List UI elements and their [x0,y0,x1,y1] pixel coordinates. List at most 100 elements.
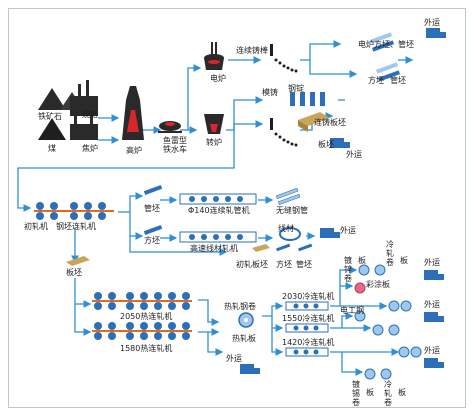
casting-strand-icon [270,44,298,73]
phi140-mill-icon [179,193,257,205]
wire-rod-icon [279,227,301,241]
label-coking: 焦炉 [82,144,98,153]
mill-2050-icon [94,292,190,310]
ingot-molds-icon [290,92,325,106]
label-slab: 板坯 [318,140,334,149]
arrow-to-rolled-products [129,236,228,256]
label-export-2: 外运 [346,150,362,159]
label-converter: 转炉 [206,138,222,147]
arrow-to-pipe-billet [118,192,144,213]
label-cold-plate: 板 [400,256,408,265]
mill-1580-icon [94,322,190,340]
label-seamless-pipe: 无缝钢管 [276,206,308,215]
slab-caster-strand-icon [270,118,298,147]
label-iron-ore: 铁矿石 [38,112,62,121]
arrow-to-ef-billet [300,40,342,61]
arrow-to-slab-caster [233,120,264,130]
label-cold-board-2: 板 [398,388,406,397]
cold-mill-1420-icon [285,347,329,357]
product-coils-icon [354,264,422,380]
arrow-1420-to-tin [330,351,364,376]
arrow-1550-to-elec [330,312,354,329]
label-slab-caster: 连铸板坯 [314,118,346,127]
label-color-coated: 彩涂板 [366,280,390,289]
rolled-slab-icon [252,244,270,252]
label-coal: 煤 [48,144,56,153]
cold-mill-1550-icon [285,323,329,333]
label-1420-mill: 1420冷连轧机 [282,338,335,347]
label-ef-billet: 电炉方坯、管坯 [358,40,414,49]
label-blast-furnace: 高炉 [126,146,142,155]
label-rolled-billet: 方坯 [276,260,292,269]
label-export-7: 外运 [424,346,440,355]
label-steel-ingot: 钢锭 [288,84,304,93]
label-slab-2: 板坯 [66,268,82,277]
coke-oven-icon [70,124,98,140]
rolling-mill-rollers-icon [36,202,106,220]
label-billet: 方坯 [368,76,384,85]
seamless-pipe-icon [275,187,301,206]
label-rolled-slab: 初轧板坯 [236,260,268,269]
wire-mill-icon [179,231,257,243]
label-export-4: 外运 [226,354,242,363]
label-wire-rod: 线材 [278,224,294,233]
arrow-to-export-hot [207,332,224,356]
coal-pile-icon [38,118,66,140]
label-pipe-billet: 管坯 [144,204,160,213]
label-cold-roll: 冷轧卷 [386,240,394,267]
arrow-to-2030 [262,302,284,317]
label-1550-mill: 1550冷连轧机 [282,314,335,323]
label-phi140-mill: Φ140连续轧管机 [188,206,250,215]
label-galv-plate: 板 [358,256,366,265]
label-galvanized: 镀锌卷 [344,256,352,283]
label-2050-mill: 2050热连轧机 [120,312,173,321]
label-export-6: 外运 [424,300,440,309]
arrow-to-ingot [226,96,264,131]
arrow-2050-to-coil [198,299,220,326]
label-billet-continuous-mill: 钢坯连轧机 [56,222,96,231]
arrow-loop-to-rolling [17,130,235,212]
slab-stack-icon [66,256,90,266]
label-billet-2: 方坯 [144,236,160,245]
truck-icons [240,28,446,374]
label-sinter: 烧结 [82,110,98,119]
label-rolled-pipe: 管坯 [296,260,312,269]
diagram-frame [8,8,466,408]
label-wire-mill: 高速线材轧机 [190,244,238,253]
label-2030-mill: 2030冷连轧机 [282,292,335,301]
label-ingot-casting: 模铸 [262,88,278,97]
label-tin-plate: 镀锡卷 [352,380,360,407]
label-export-3: 外运 [340,226,356,235]
label-torpedo-car: 鱼雷型铁水车 [163,136,187,154]
arrow-to-electric-furnace [187,64,202,130]
rolled-pipe-icon [298,243,313,252]
label-hot-plate: 热轧板 [232,334,256,343]
label-electrical-steel: 电工钢 [340,306,364,315]
label-export-1: 外运 [424,18,440,27]
arrow-to-1580 [74,304,92,336]
cold-mill-2030-icon [285,301,329,311]
arrow-to-1420 [271,328,284,356]
label-export-5: 外运 [424,258,440,267]
label-rough-rolling: 初轧机 [24,222,48,231]
arrow-to-1550 [271,316,284,332]
arrow-2030-to-galv [330,266,358,307]
rolled-billet-icon [276,243,291,252]
slab-block-icon [298,112,330,126]
arrow-to-billet [309,60,358,78]
pipe-billet-icon [143,185,163,195]
billet-icon [143,225,163,235]
arrow-to-2050 [74,278,92,308]
label-pipe-billet-top: 管坯 [390,76,406,85]
ore-pile-icon [38,88,66,110]
billet-bars-icon [369,32,401,82]
label-cold-roll-2: 冷轧卷 [384,380,392,407]
label-continuous-casting-bar: 连续铸棒 [236,46,268,55]
arrow-to-billet2 [129,212,144,240]
label-electric-furnace: 电炉 [210,74,226,83]
label-1580-mill: 1580热连轧机 [120,344,173,353]
label-hot-coil: 热轧钢卷 [224,302,256,311]
label-tin-board: 板 [366,388,374,397]
